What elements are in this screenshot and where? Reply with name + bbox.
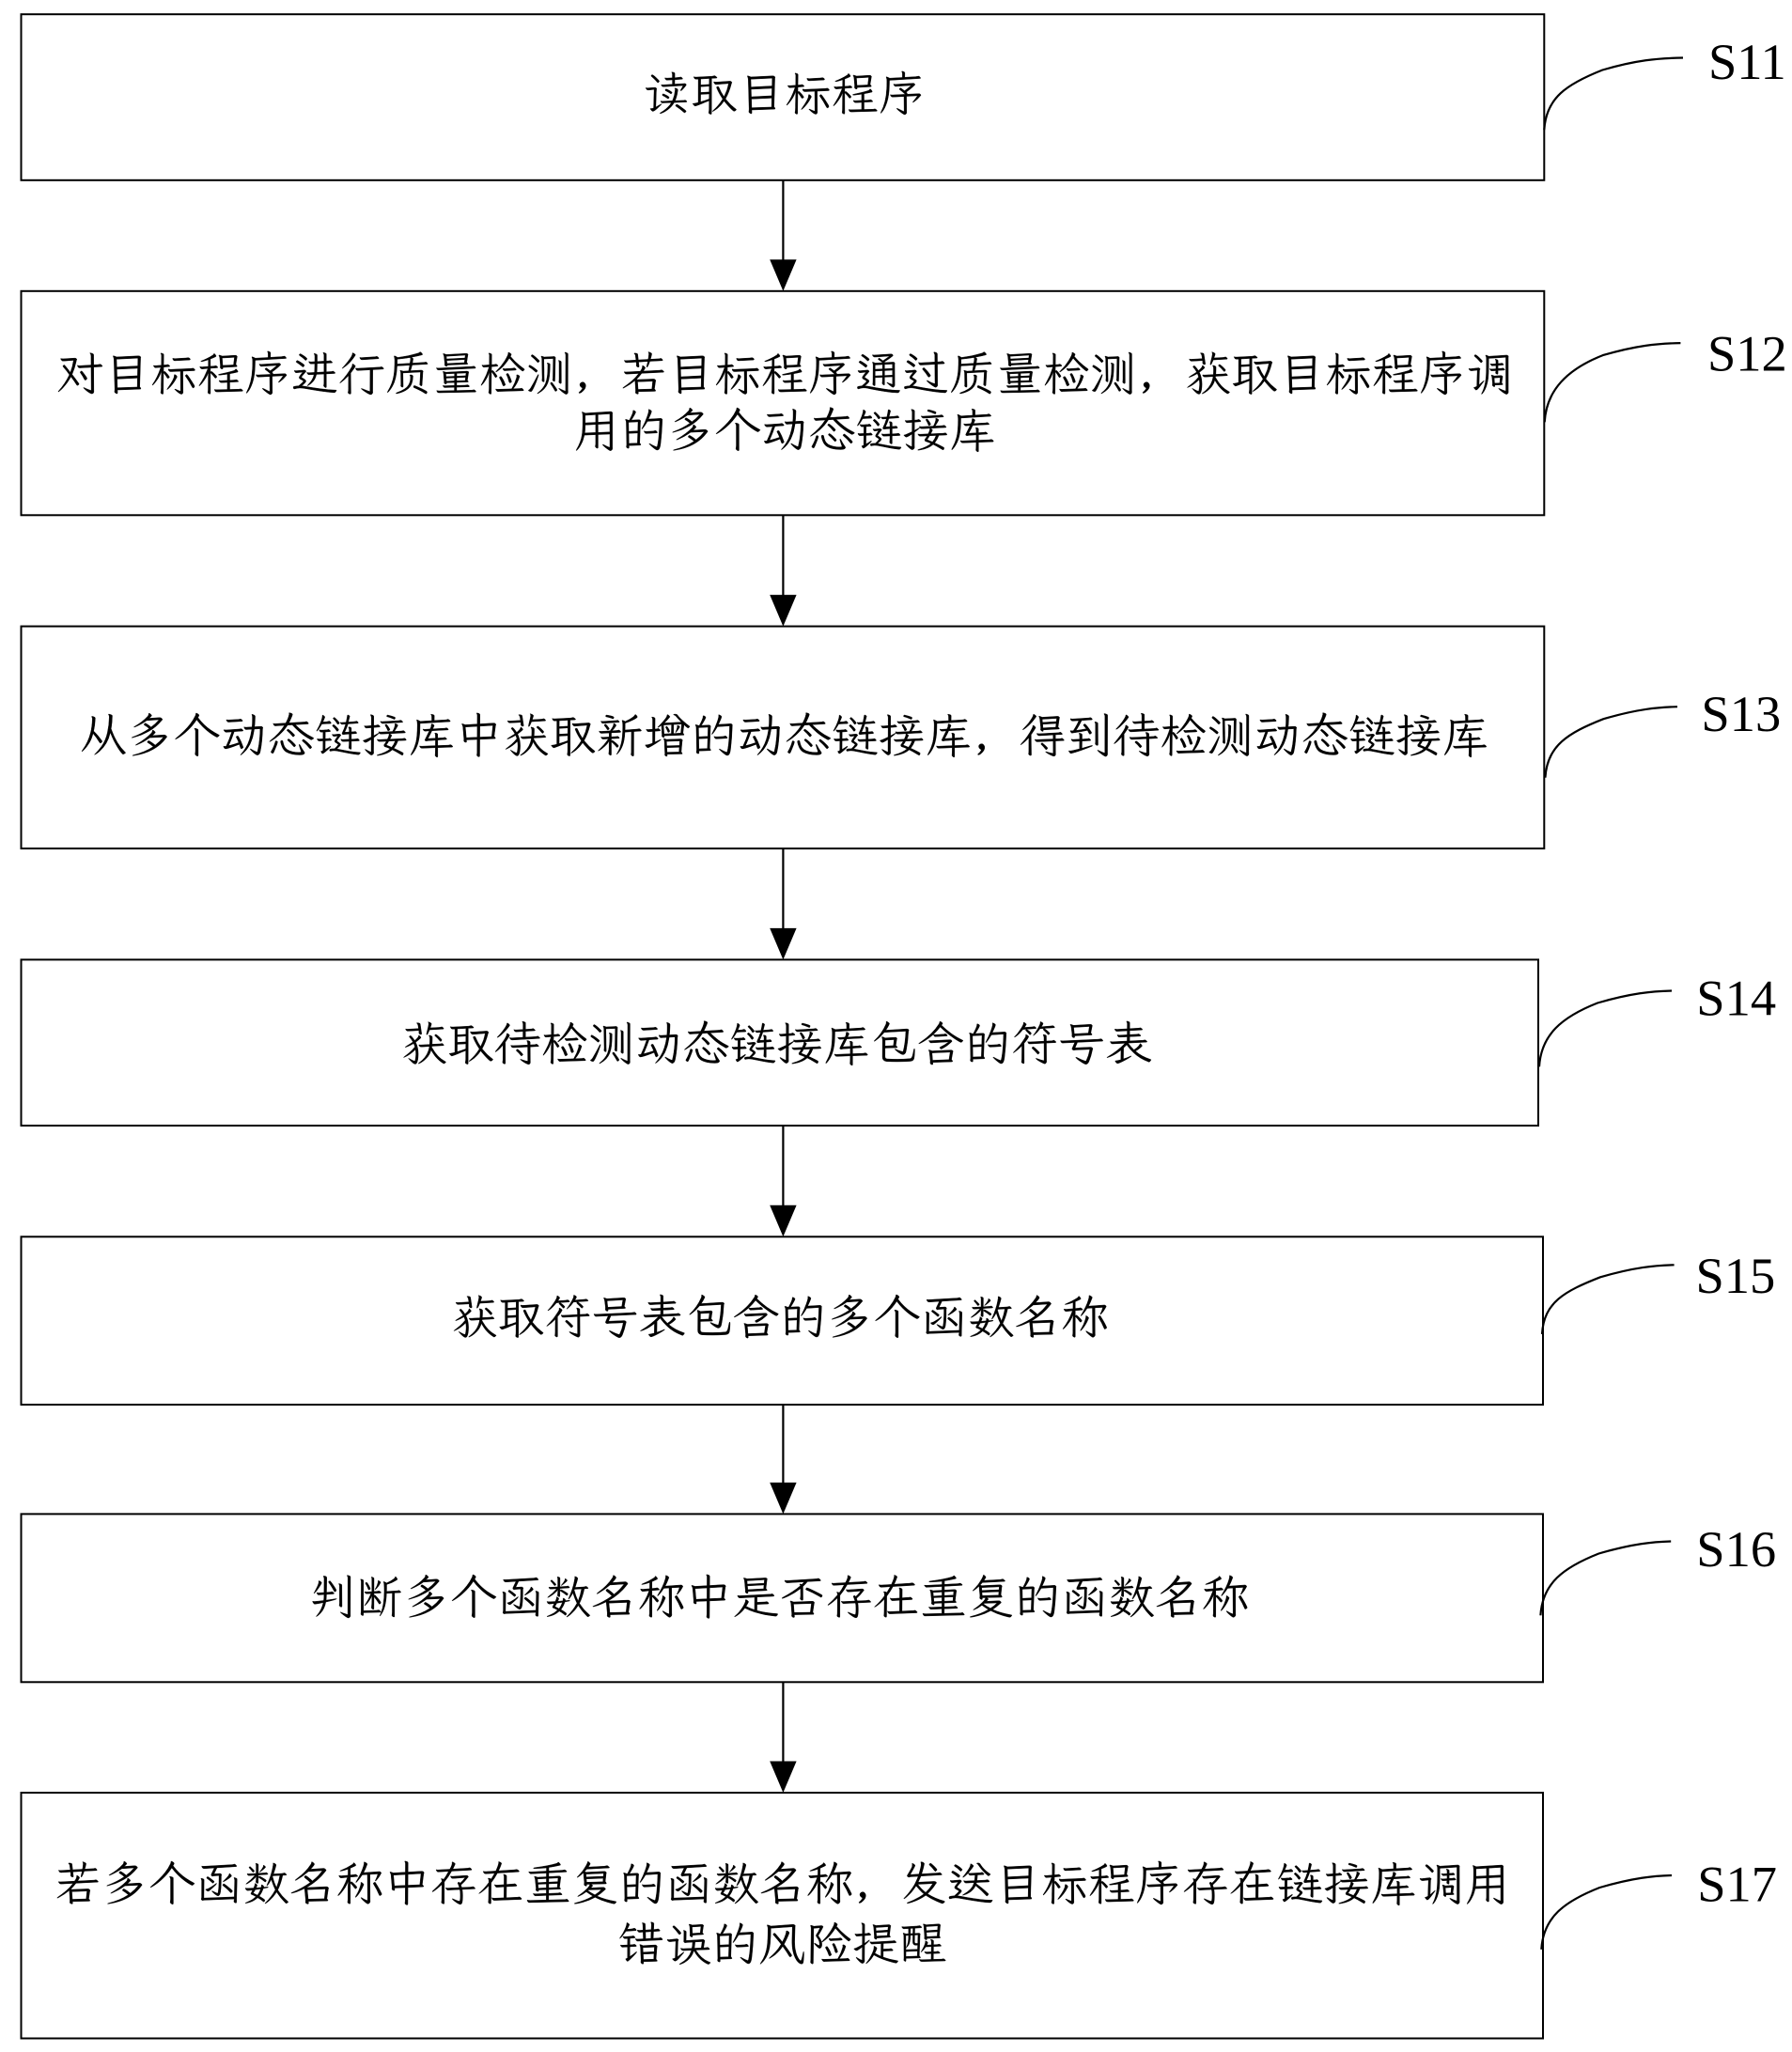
svg-text:S17: S17 bbox=[1697, 1855, 1777, 1912]
svg-text:S11: S11 bbox=[1708, 33, 1786, 90]
svg-text:S13: S13 bbox=[1701, 685, 1781, 742]
svg-text:S15: S15 bbox=[1696, 1247, 1776, 1304]
svg-text:S12: S12 bbox=[1707, 325, 1787, 382]
svg-text:S14: S14 bbox=[1696, 970, 1776, 1027]
svg-text:S16: S16 bbox=[1696, 1520, 1776, 1578]
